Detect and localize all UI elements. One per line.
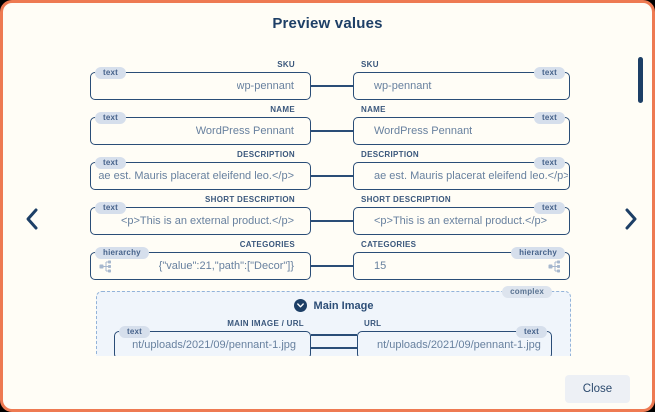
type-badge: text (95, 202, 127, 214)
next-arrow-button[interactable] (623, 207, 639, 231)
type-badge: text (119, 326, 151, 338)
type-badge: text (95, 67, 127, 79)
target-field-box: text <p>This is an external product.</p> (353, 202, 570, 235)
field-label: NAME (270, 105, 295, 114)
field-label: SKU (277, 60, 295, 69)
source-field-box: text wp-pennant (90, 67, 311, 100)
field-value: WordPress Pennant (195, 125, 294, 137)
field-label: SKU (361, 60, 379, 69)
target-field-box: text WordPress Pennant (353, 112, 570, 145)
page-title: Preview values (272, 15, 383, 32)
type-badge: hierarchy (511, 247, 565, 259)
mapping-connector (311, 175, 353, 177)
field-value: ae est. Mauris placerat eleifend leo.</p… (98, 170, 294, 182)
mapping-row-name: NAME NAME text WordPress Pennant text Wo… (3, 105, 652, 157)
source-field-box: text nt/uploads/2021/09/pennant-1.jpg (114, 326, 311, 356)
target-field-box: text nt/uploads/2021/09/pennant-1.jpg (357, 326, 552, 356)
group-header: Main Image (97, 299, 570, 312)
type-badge: text (533, 157, 565, 169)
source-field-box: hierarchy {"value":21,"path":["Decor"]} (90, 247, 311, 280)
mapping-connector (311, 334, 357, 336)
source-field-box: text <p>This is an external product.</p> (90, 202, 311, 235)
field-value: ae est. Mauris placerat eleifend leo.</p… (374, 170, 568, 182)
field-value: wp-pennant (374, 80, 432, 92)
target-field-box: hierarchy 15 (353, 247, 570, 280)
mapping-connector (311, 130, 353, 132)
previous-arrow-button[interactable] (24, 207, 40, 231)
target-field-box: text wp-pennant (353, 67, 570, 100)
field-label: DESCRIPTION (361, 150, 419, 159)
chevron-left-icon (26, 208, 38, 230)
field-value: {"value":21,"path":["Decor"]} (158, 260, 294, 272)
source-field-box: text WordPress Pennant (90, 112, 311, 145)
scrollbar-thumb[interactable] (638, 57, 643, 103)
field-value: wp-pennant (236, 80, 295, 92)
mapping-connector (311, 347, 357, 349)
field-value: 15 (374, 260, 387, 272)
type-badge: text (95, 157, 127, 169)
source-field-box: text ae est. Mauris placerat eleifend le… (90, 157, 311, 190)
field-label: URL (364, 319, 382, 328)
mapping-connector (311, 220, 353, 222)
field-label: NAME (361, 105, 386, 114)
mapping-connector (311, 85, 353, 87)
mapping-row-categories: CATEGORIES CATEGORIES hierarchy {"value"… (3, 240, 652, 292)
target-field-box: text ae est. Mauris placerat eleifend le… (353, 157, 570, 190)
field-label: CATEGORIES (239, 240, 295, 249)
field-label: SHORT DESCRIPTION (361, 195, 451, 204)
field-label: SHORT DESCRIPTION (205, 195, 295, 204)
field-label: CATEGORIES (361, 240, 417, 249)
close-button[interactable]: Close (565, 375, 630, 403)
hierarchy-icon (548, 260, 561, 278)
mapping-row-sku: SKU SKU text wp-pennant text wp-pennant (3, 60, 652, 112)
mapping-connector (311, 265, 353, 267)
type-badge: hierarchy (95, 247, 149, 259)
field-value: WordPress Pennant (374, 125, 473, 137)
type-badge: text (95, 112, 127, 124)
complex-group-main-image: complex Main Image MAIN IMAGE / URL URL … (96, 286, 571, 356)
type-badge: text (533, 67, 565, 79)
field-label: DESCRIPTION (237, 150, 295, 159)
hierarchy-icon (99, 260, 112, 278)
mapping-row-description: DESCRIPTION DESCRIPTION text ae est. Mau… (3, 150, 652, 202)
type-badge: text (533, 202, 565, 214)
group-title: Main Image (313, 299, 374, 312)
field-value: <p>This is an external product.</p> (374, 215, 548, 227)
type-badge: complex (502, 286, 552, 298)
mapping-row-short-description: SHORT DESCRIPTION SHORT DESCRIPTION text… (3, 195, 652, 247)
chevron-right-icon (625, 208, 637, 230)
type-badge: text (515, 326, 547, 338)
field-value: nt/uploads/2021/09/pennant-1.jpg (377, 339, 541, 351)
chevron-down-icon[interactable] (293, 299, 307, 312)
scroll-area: SKU SKU text wp-pennant text wp-pennant … (3, 3, 652, 356)
type-badge: text (533, 112, 565, 124)
field-value: <p>This is an external product.</p> (120, 215, 294, 227)
field-label: MAIN IMAGE / URL (227, 319, 304, 328)
field-value: nt/uploads/2021/09/pennant-1.jpg (132, 339, 296, 351)
